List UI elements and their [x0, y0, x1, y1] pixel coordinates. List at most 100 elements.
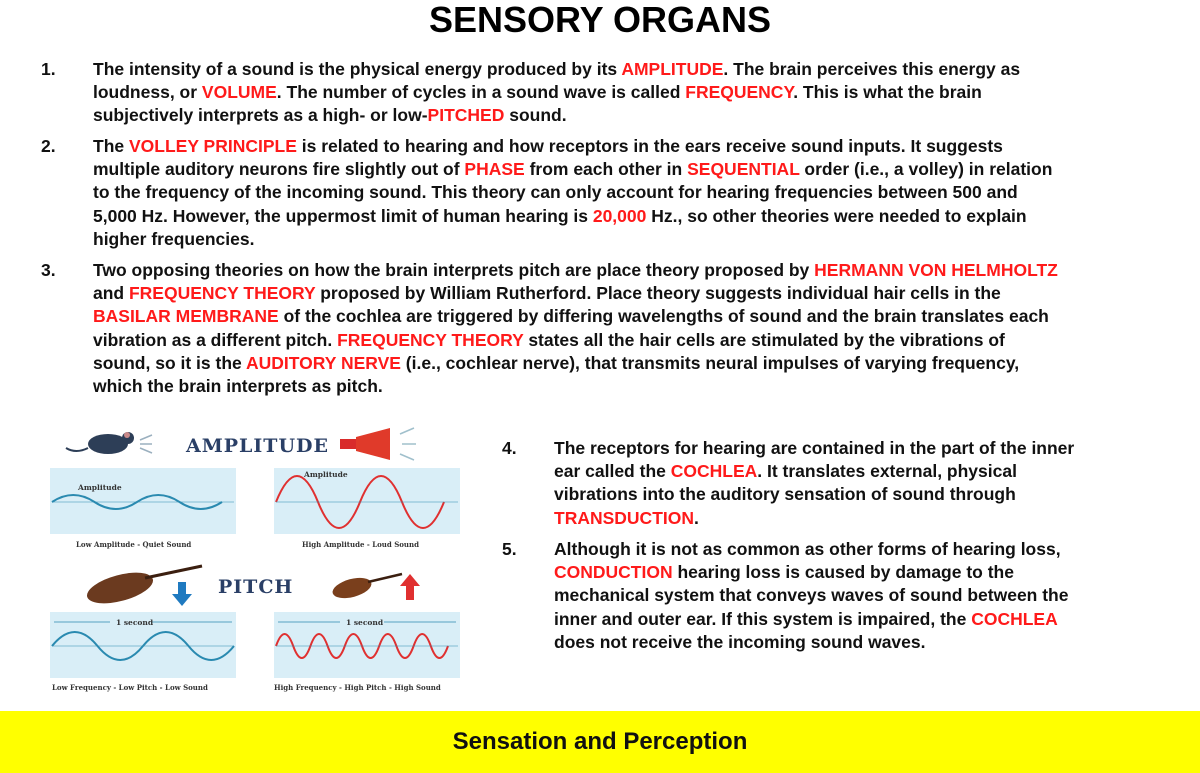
text-line: vibration as a different pitch. FREQUENC…: [93, 329, 1058, 352]
arrow-down-icon: [172, 582, 192, 606]
text-line: does not receive the incoming sound wave…: [554, 631, 1068, 654]
text-segment: 5,000 Hz. However, the uppermost limit o…: [93, 205, 593, 226]
text-line: which the brain interprets as pitch.: [93, 375, 1058, 398]
megaphone-icon: [340, 427, 416, 461]
item-number: 2.: [41, 136, 56, 156]
highlighted-term: COCHLEA: [971, 608, 1058, 629]
text-segment: . It translates external, physical: [757, 461, 1017, 482]
item-text: The intensity of a sound is the physical…: [93, 58, 1020, 128]
item-text: Two opposing theories on how the brain i…: [93, 259, 1058, 398]
amplitude-label: Amplitude: [77, 483, 122, 492]
text-segment: . This is what the brain: [793, 82, 982, 103]
highlighted-term: AUDITORY NERVE: [245, 352, 401, 373]
text-segment: . The brain perceives this energy as: [723, 59, 1021, 79]
text-segment: The: [93, 136, 129, 156]
highlighted-term: VOLUME: [201, 82, 277, 103]
text-line: The intensity of a sound is the physical…: [93, 58, 1020, 81]
amplitude-heading: AMPLITUDE: [185, 435, 329, 457]
highlighted-term: 20,000: [592, 205, 647, 226]
text-segment: and: [93, 283, 129, 304]
text-segment: multiple auditory neurons fire slightly …: [93, 159, 465, 180]
text-segment: inner and outer ear. If this system is i…: [554, 608, 972, 629]
text-line: 5,000 Hz. However, the uppermost limit o…: [93, 205, 1052, 228]
highlighted-term: AMPLITUDE: [621, 59, 724, 79]
text-segment: states all the hair cells are stimulated…: [523, 329, 1005, 350]
text-segment: sound, so it is the: [93, 352, 246, 373]
item-number: 4.: [502, 438, 517, 458]
text-line: subjectively interprets as a high- or lo…: [93, 104, 1020, 127]
text-line: BASILAR MEMBRANE of the cochlea are trig…: [93, 305, 1058, 328]
item-text: Although it is not as common as other fo…: [554, 538, 1068, 654]
text-line: Although it is not as common as other fo…: [554, 538, 1068, 561]
text-line: The receptors for hearing are contained …: [554, 437, 1074, 460]
text-segment: does not receive the incoming sound wave…: [554, 631, 926, 652]
text-line: The VOLLEY PRINCIPLE is related to heari…: [93, 135, 1052, 158]
mouse-icon: [65, 432, 153, 454]
item-number: 1.: [41, 59, 56, 79]
text-segment: higher frequencies.: [93, 228, 255, 249]
text-segment: ear called the: [554, 461, 671, 482]
highlighted-term: TRANSDUCTION: [554, 507, 694, 528]
text-segment: subjectively interprets as a high- or lo…: [93, 105, 428, 126]
text-segment: .: [694, 507, 699, 528]
text-segment: The intensity of a sound is the physical…: [93, 59, 622, 79]
text-line: higher frequencies.: [93, 228, 1052, 251]
sound-wave-illustration: AMPLITUDE Amplitude Low Amplitude - Quie…: [50, 427, 460, 692]
item-text: The receptors for hearing are contained …: [554, 437, 1074, 530]
text-line: Two opposing theories on how the brain i…: [93, 259, 1058, 282]
text-segment: of the cochlea are triggered by differin…: [278, 306, 1049, 327]
highlighted-term: BASILAR MEMBRANE: [93, 306, 279, 327]
violin-icon: [332, 572, 403, 599]
high-frequency-caption: High Frequency - High Pitch - High Sound: [274, 683, 441, 692]
text-line: vibrations into the auditory sensation o…: [554, 483, 1074, 506]
text-segment: hearing loss is caused by damage to the: [672, 562, 1014, 583]
high-amplitude-caption: High Amplitude - Loud Sound: [302, 540, 419, 549]
text-line: multiple auditory neurons fire slightly …: [93, 158, 1052, 181]
highlighted-term: FREQUENCY: [685, 82, 794, 103]
text-segment: loudness, or: [93, 82, 202, 103]
highlighted-term: SEQUENTIAL: [687, 159, 800, 180]
text-segment: mechanical system that conveys waves of …: [554, 585, 1069, 606]
text-segment: vibration as a different pitch.: [93, 329, 338, 350]
highlighted-term: VOLLEY PRINCIPLE: [128, 136, 297, 156]
text-line: sound, so it is the AUDITORY NERVE (i.e.…: [93, 352, 1058, 375]
text-line: TRANSDUCTION.: [554, 507, 1074, 530]
low-amplitude-panel: [50, 468, 236, 534]
low-frequency-caption: Low Frequency - Low Pitch - Low Sound: [52, 683, 208, 692]
text-segment: which the brain interprets as pitch.: [93, 376, 383, 397]
text-line: and FREQUENCY THEORY proposed by William…: [93, 282, 1058, 305]
text-segment: The receptors for hearing are contained …: [554, 438, 1075, 458]
one-second-label: 1 second: [116, 618, 154, 627]
text-segment: from each other in: [524, 159, 688, 180]
text-segment: Hz., so other theories were needed to ex…: [646, 205, 1027, 226]
footer-title: Sensation and Perception: [452, 728, 748, 755]
text-line: ear called the COCHLEA. It translates ex…: [554, 460, 1074, 483]
one-second-label: 1 second: [346, 618, 384, 627]
highlighted-term: FREQUENCY THEORY: [337, 329, 524, 350]
cello-icon: [86, 564, 203, 604]
item-number: 5.: [502, 539, 517, 559]
highlighted-term: PHASE: [464, 159, 525, 180]
text-line: inner and outer ear. If this system is i…: [554, 608, 1068, 631]
high-frequency-panel: [274, 612, 460, 678]
text-line: to the frequency of the incoming sound. …: [93, 181, 1052, 204]
text-segment: is related to hearing and how receptors …: [296, 136, 1003, 156]
text-segment: to the frequency of the incoming sound. …: [93, 182, 1018, 203]
amplitude-label: Amplitude: [303, 470, 348, 479]
text-segment: order (i.e., a volley) in relation: [799, 159, 1053, 180]
highlighted-term: PITCHED: [427, 105, 505, 126]
item-number: 3.: [41, 260, 56, 280]
item-text: The VOLLEY PRINCIPLE is related to heari…: [93, 135, 1052, 251]
text-segment: (i.e., cochlear nerve), that transmits n…: [400, 352, 1020, 373]
text-segment: Although it is not as common as other fo…: [554, 539, 1061, 559]
highlighted-term: COCHLEA: [670, 461, 758, 482]
highlighted-term: CONDUCTION: [554, 562, 673, 583]
pitch-heading: PITCH: [218, 576, 293, 598]
low-amplitude-caption: Low Amplitude - Quiet Sound: [76, 540, 191, 549]
arrow-up-icon: [400, 574, 420, 600]
footer-banner: Sensation and Perception: [0, 711, 1200, 773]
page-title: SENSORY ORGANS: [428, 0, 772, 40]
text-segment: proposed by William Rutherford. Place th…: [315, 283, 1001, 304]
highlighted-term: HERMANN VON HELMHOLTZ: [814, 260, 1058, 280]
text-segment: . The number of cycles in a sound wave i…: [276, 82, 686, 103]
